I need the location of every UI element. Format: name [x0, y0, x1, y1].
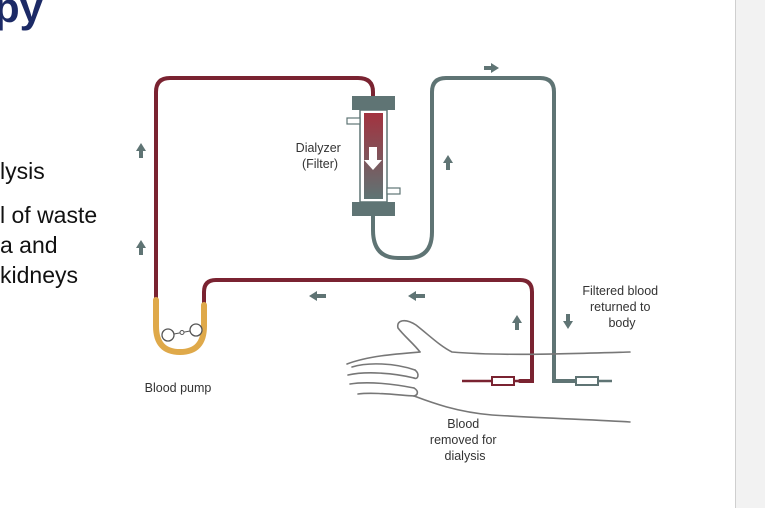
arrow-up-icon — [136, 143, 146, 151]
right-side-panel — [735, 0, 765, 508]
slide-canvas: py lysis l of waste a and kidneys — [0, 0, 661, 463]
arrow-left-icon — [415, 294, 425, 298]
blood-removed-label: Blood removed for dialysis — [430, 417, 500, 463]
dialyzer-filter — [346, 96, 401, 216]
hemodialysis-diagram: Dialyzer (Filter) Blood pump Filtered bl… — [136, 63, 661, 463]
filtered-blood-label-line-1: Filtered blood — [582, 284, 658, 298]
arrow-left-icon — [309, 291, 317, 301]
arrow-up-icon — [515, 322, 519, 330]
arrow-right-icon — [491, 63, 499, 73]
blood-removed-label-line-2: removed for — [430, 433, 497, 447]
dialyzer-label: Dialyzer (Filter) — [296, 141, 345, 171]
arterial-tube-from-arm — [202, 278, 534, 383]
slide-title: py — [0, 0, 44, 31]
bullet-text-1: lysis — [0, 158, 45, 184]
venous-needle — [575, 376, 612, 386]
arterial-tube-to-dialyzer — [154, 76, 375, 302]
arrow-up-icon — [139, 150, 143, 158]
dialyzer-label-line-1: Dialyzer — [296, 141, 341, 155]
blood-removed-label-line-1: Blood — [447, 417, 479, 431]
arm-illustration — [346, 319, 631, 423]
blood-pump-label: Blood pump — [145, 381, 212, 395]
venous-tube-return — [371, 76, 578, 383]
arrow-up-icon — [443, 155, 453, 163]
arrow-up-icon — [512, 315, 522, 323]
bullet-text-2: l of waste — [0, 202, 98, 228]
arrow-down-in-filter-icon — [364, 147, 382, 170]
filtered-blood-label: Filtered blood returned to body — [582, 284, 661, 330]
arrow-up-icon — [136, 240, 146, 248]
arrow-right-icon — [484, 66, 492, 70]
arrow-up-icon — [446, 162, 450, 170]
filtered-blood-label-line-3: body — [608, 316, 636, 330]
blood-pump — [153, 297, 207, 356]
arterial-needle — [462, 376, 520, 386]
arrow-down-icon — [563, 321, 573, 329]
dialyzer-label-line-2: (Filter) — [302, 157, 338, 171]
arrow-down-icon — [566, 314, 570, 322]
filtered-blood-label-line-2: returned to — [590, 300, 651, 314]
blood-removed-label-line-3: dialysis — [445, 449, 486, 463]
bullet-text-4: kidneys — [0, 262, 78, 288]
arrow-up-icon — [139, 247, 143, 255]
arrow-left-icon — [316, 294, 326, 298]
bullet-text-3: a and — [0, 232, 58, 258]
arrow-left-icon — [408, 291, 416, 301]
